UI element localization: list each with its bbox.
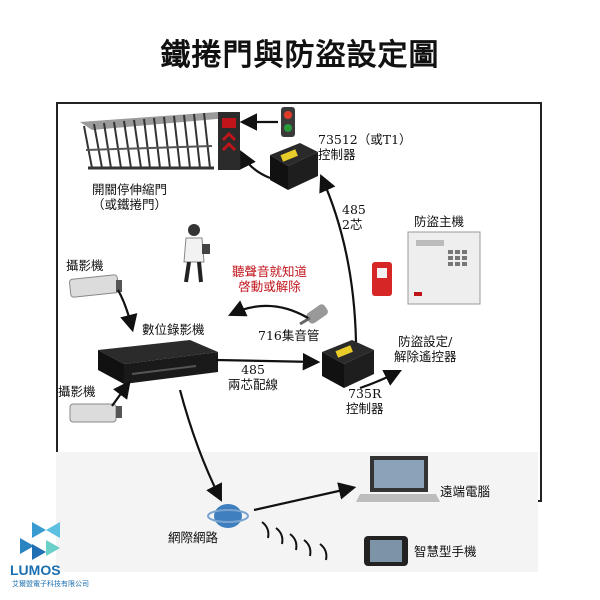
dvr-label: 數位錄影機 <box>142 322 205 337</box>
remote-label: 防盜設定/ 解除遙控器 <box>394 334 457 364</box>
logo-subtitle: 艾爾盟電子科技有限公司 <box>12 581 89 588</box>
buzzer-716-label: 716集音管 <box>258 328 320 343</box>
smartphone-label: 智慧型手機 <box>414 544 477 559</box>
smartphone-icon <box>364 536 408 566</box>
camera-top-label: 攝影機 <box>66 258 104 273</box>
cable-485-top-label: 485 2芯 <box>342 202 366 232</box>
person-icon <box>183 224 210 283</box>
dvr-icon <box>98 340 218 384</box>
hear-sound-label: 聽聲音就知道 啓動或解除 <box>232 264 308 294</box>
cable-485-bottom-label: 485 兩芯配線 <box>228 362 279 392</box>
buzzer-716-icon <box>299 304 328 326</box>
controller-735r-icon <box>322 340 374 388</box>
retractable-gate-icon <box>80 112 240 170</box>
wireless-signal-icon <box>261 521 328 561</box>
network-label: 網際網路 <box>168 530 219 545</box>
gate-label: 開關停伸縮門 （或鐵捲門） <box>92 182 168 212</box>
traffic-light-icon <box>281 107 295 137</box>
siren-icon <box>372 262 392 296</box>
page-title: 鐵捲門與防盜設定圖 <box>160 38 440 73</box>
controller-73512-icon <box>270 143 318 190</box>
globe-icon <box>207 504 249 528</box>
network-area <box>56 452 538 572</box>
connection-lines <box>111 113 402 512</box>
controller-735r-label: 735R 控制器 <box>346 386 384 416</box>
camera-top-icon <box>68 274 122 298</box>
alarm-host-icon <box>407 231 481 305</box>
controller-73512-label: 73512（或T1） 控制器 <box>318 132 412 162</box>
alarm-host-label: 防盜主機 <box>414 214 465 229</box>
laptop-icon <box>356 456 440 502</box>
lumos-logo-icon <box>20 522 60 560</box>
logo-name: LUMOS <box>10 562 61 578</box>
remote-pc-label: 遠端電腦 <box>440 484 491 499</box>
camera-bottom-icon <box>69 403 122 423</box>
camera-bottom-label: 攝影機 <box>58 384 96 399</box>
